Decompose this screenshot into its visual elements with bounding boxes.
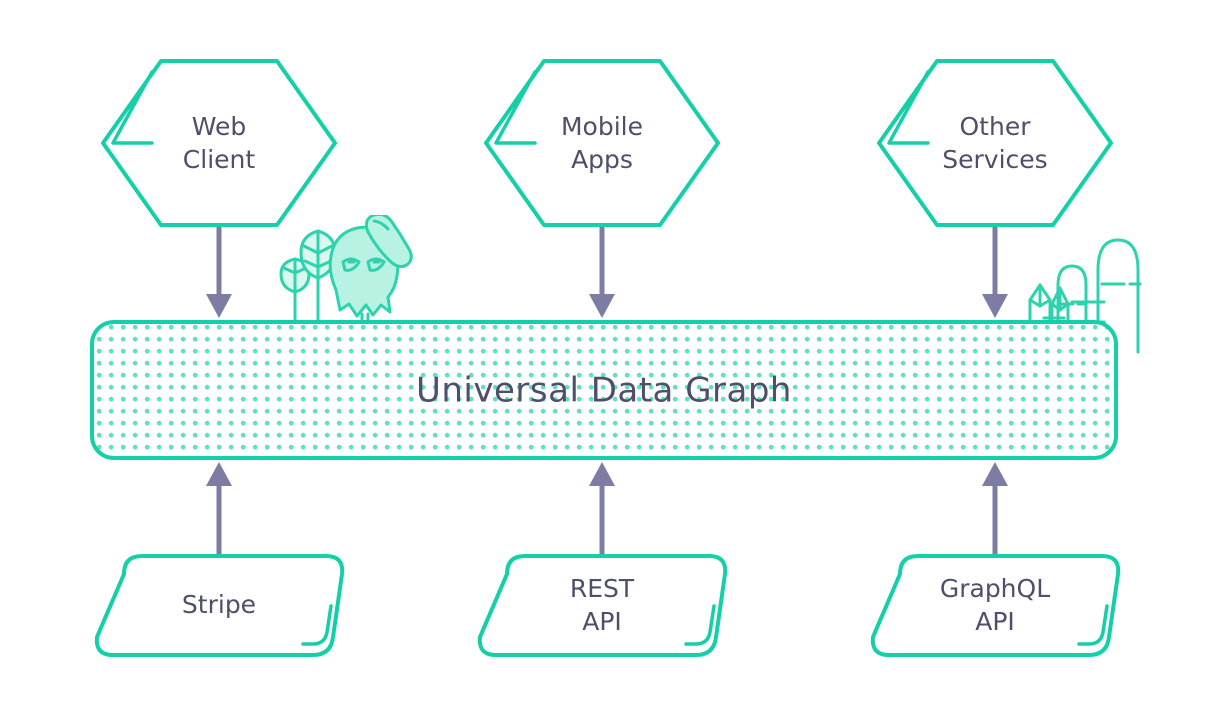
node-web-client[interactable]: Web Client [101, 59, 337, 227]
node-mobile-apps[interactable]: Mobile Apps [484, 59, 720, 227]
node-stripe[interactable]: Stripe [94, 554, 345, 657]
arrow-mobile-apps-to-graph [589, 224, 615, 318]
universal-data-graph-label: Universal Data Graph [416, 371, 792, 411]
node-graphql-api-line2: API [975, 607, 1015, 636]
node-other-services-line2: Services [942, 145, 1047, 174]
node-mobile-apps-line2: Apps [571, 145, 633, 174]
arrow-other-services-to-graph [982, 224, 1008, 318]
arrow-stripe-to-graph [206, 462, 232, 556]
node-mobile-apps-line1: Mobile [561, 112, 643, 141]
universal-data-graph-bar[interactable]: Universal Data Graph [90, 320, 1118, 460]
decoration-mascot-and-trees [279, 215, 413, 327]
node-rest-api-line1: REST [570, 574, 635, 603]
node-graphql-api-line1: GraphQL [940, 574, 1050, 603]
node-rest-api[interactable]: REST API [477, 554, 728, 657]
node-other-services-line1: Other [960, 112, 1032, 141]
decoration-crystals-and-hills [1028, 238, 1142, 354]
arrow-rest-api-to-graph [589, 462, 615, 556]
arrow-graphql-api-to-graph [982, 462, 1008, 556]
node-stripe-label: Stripe [182, 590, 256, 619]
node-other-services[interactable]: Other Services [877, 59, 1113, 227]
node-graphql-api[interactable]: GraphQL API [870, 554, 1121, 657]
node-web-client-line2: Client [183, 145, 256, 174]
arrow-web-client-to-graph [206, 224, 232, 318]
node-rest-api-line2: API [582, 607, 622, 636]
node-web-client-line1: Web [192, 112, 247, 141]
